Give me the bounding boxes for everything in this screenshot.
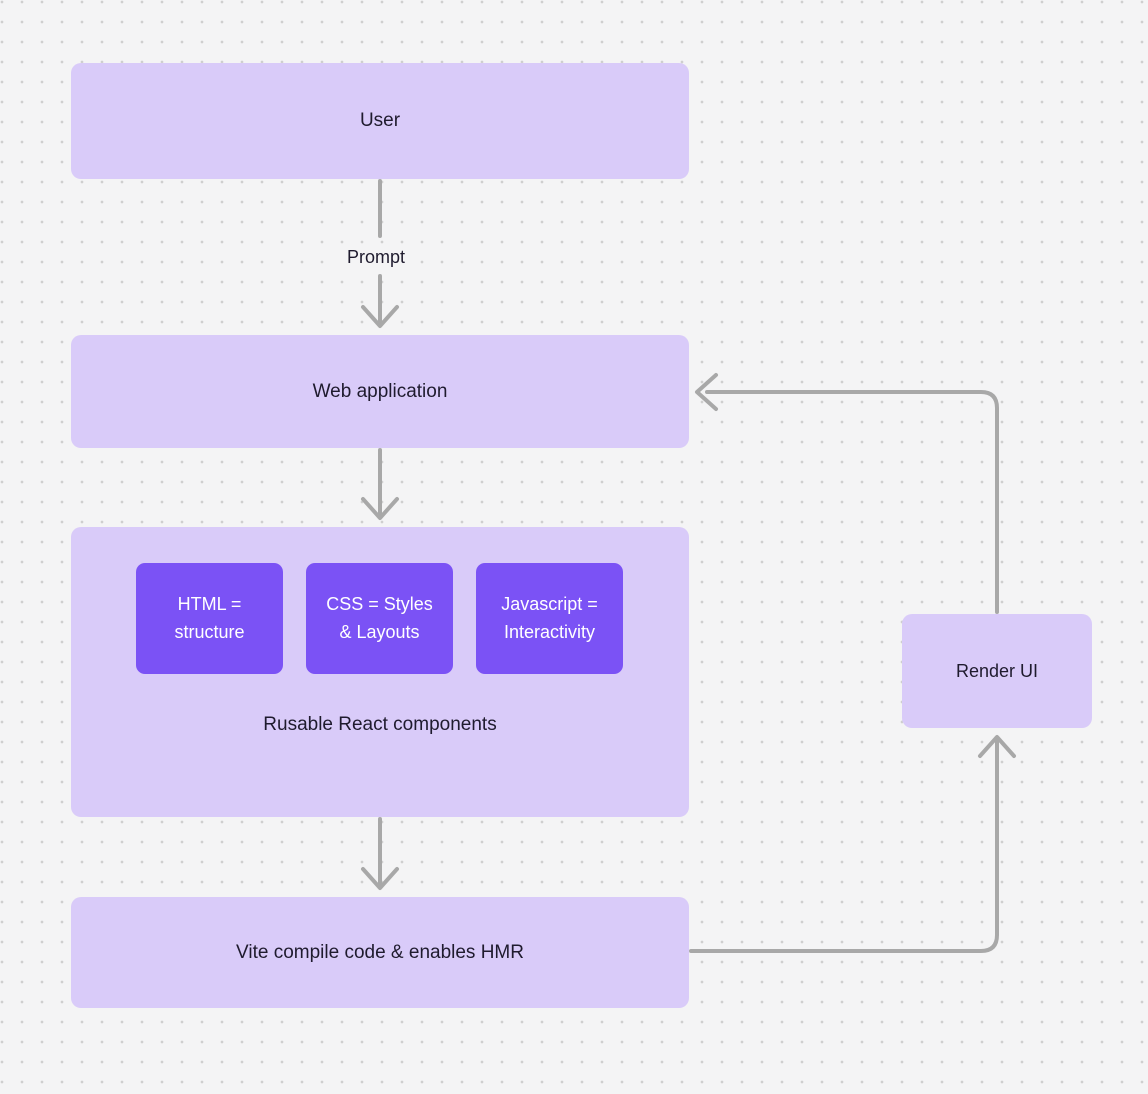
edge-render-to-webapp [695,373,999,614]
chip-css[interactable]: CSS = Styles & Layouts [306,563,453,674]
node-vite[interactable]: Vite compile code & enables HMR [71,897,689,1008]
node-user[interactable]: User [71,63,689,179]
chip-javascript-line1: Javascript = [501,593,598,614]
chip-javascript-label: Javascript = Interactivity [501,591,598,647]
edge-webapp-to-components [361,448,399,520]
chip-html-label: HTML = structure [174,591,244,647]
chip-html-line2: structure [174,621,245,642]
chip-css-label: CSS = Styles & Layouts [326,591,433,647]
react-components-caption: Rusable React components [263,714,497,735]
node-web-application-label: Web application [312,380,448,402]
node-user-label: User [359,110,401,132]
node-web-application[interactable]: Web application [71,335,689,448]
chip-javascript[interactable]: Javascript = Interactivity [476,563,623,674]
chip-html-line1: HTML = [177,593,242,614]
chip-css-line2: & Layouts [339,621,420,642]
chip-html[interactable]: HTML = structure [136,563,283,674]
edge-vite-to-render [689,735,1016,953]
node-render-ui-label: Render UI [955,660,1039,681]
edge-label-prompt: Prompt [340,245,413,270]
chip-javascript-line2: Interactivity [503,621,595,642]
edge-components-to-vite [361,817,399,890]
node-render-ui[interactable]: Render UI [902,614,1092,728]
chip-css-line1: CSS = Styles [326,593,433,614]
node-vite-label: Vite compile code & enables HMR [236,941,524,963]
